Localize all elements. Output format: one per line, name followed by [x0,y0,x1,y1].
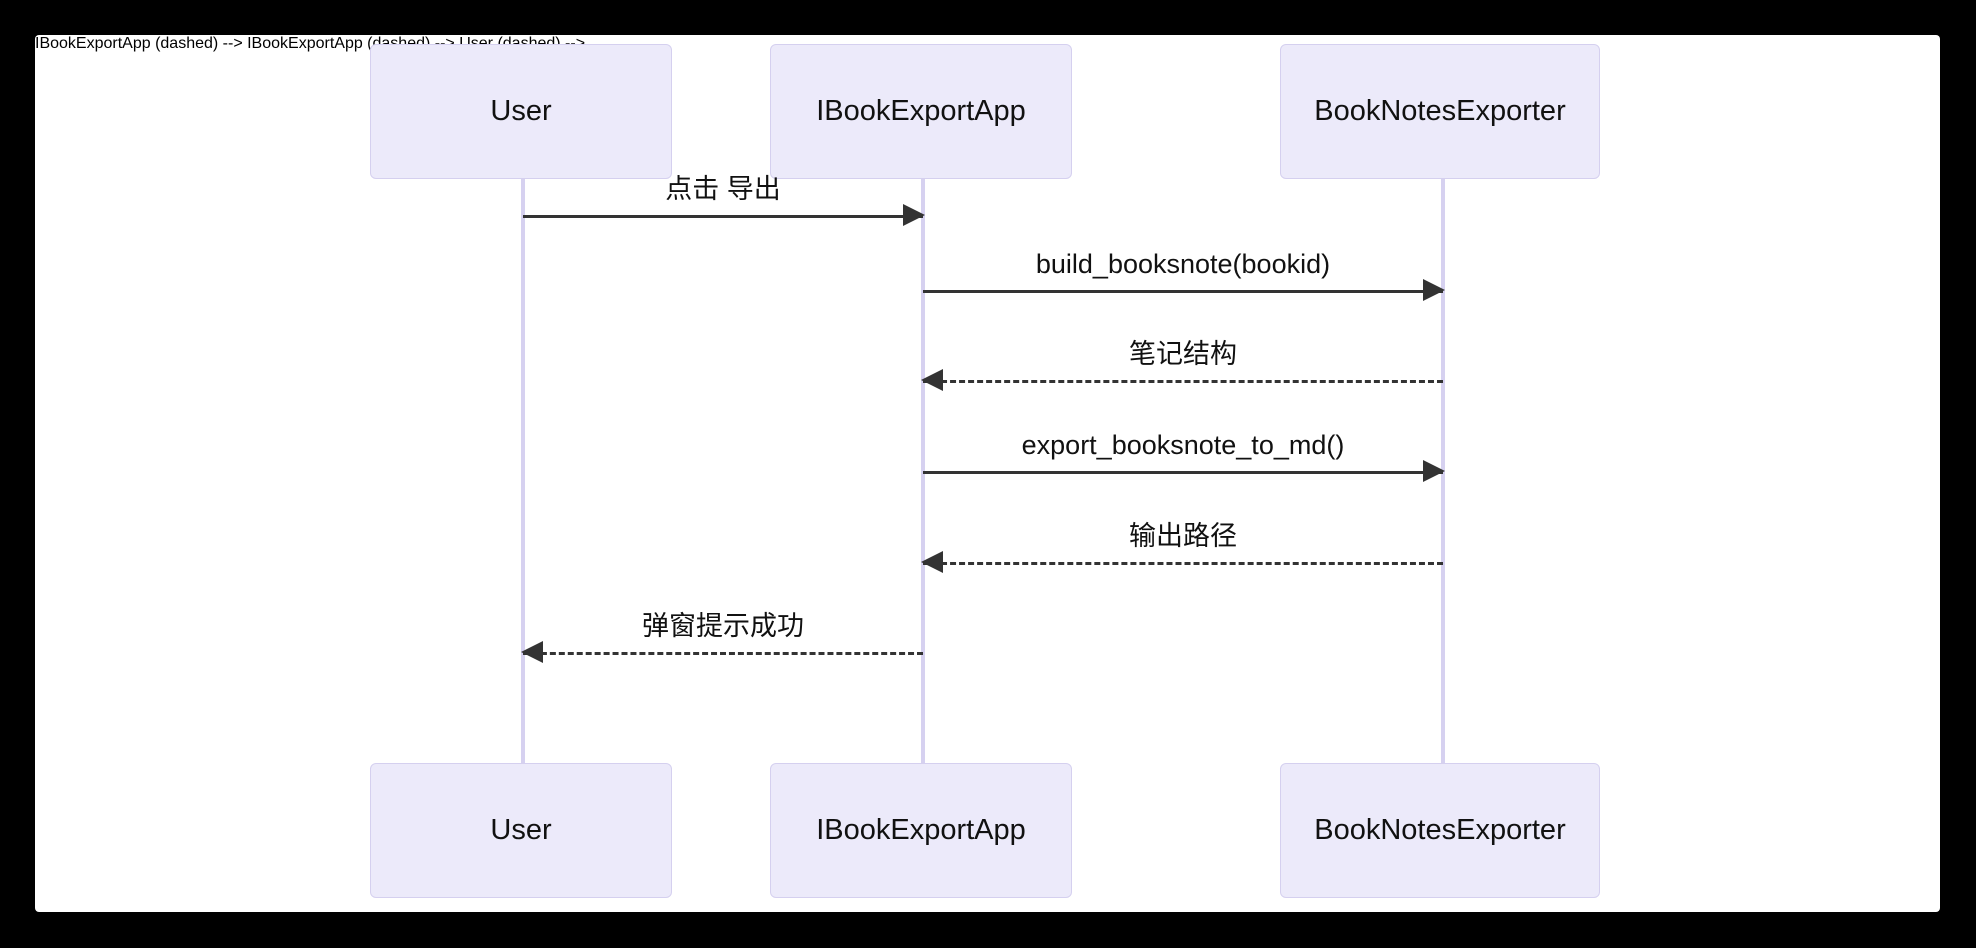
message-4-line [923,471,1443,474]
actor-label-user-bottom: User [490,814,552,846]
message-4-label: export_booksnote_to_md() [1021,430,1345,461]
message-6-arrowhead-icon [521,641,543,663]
message-5-arrowhead-icon [921,551,943,573]
message-6-label: 弹窗提示成功 [642,611,804,642]
actor-box-user-bottom[interactable]: User [370,763,672,898]
actor-label-exporter-top: BookNotesExporter [1314,95,1566,127]
message-5-line [923,562,1443,565]
message-2-label: build_booksnote(bookid) [1035,249,1331,280]
actor-box-user-top[interactable]: User [370,44,672,179]
actor-box-exporter-bottom[interactable]: BookNotesExporter [1280,763,1600,898]
message-6-line [523,652,923,655]
message-3-label: 笔记结构 [1129,339,1237,370]
message-1-line [523,215,923,218]
lifeline-user [521,178,525,798]
message-3-line [923,380,1443,383]
message-1-arrowhead-icon [903,204,925,226]
message-3-arrowhead-icon [921,369,943,391]
actor-label-app-top: IBookExportApp [816,95,1026,127]
actor-label-app-bottom: IBookExportApp [816,814,1026,846]
lifeline-app [921,178,925,798]
diagram-canvas: User IBookExportApp BookNotesExporter 点击… [35,35,1940,912]
message-2-arrowhead-icon [1423,279,1445,301]
actor-box-app-top[interactable]: IBookExportApp [770,44,1072,179]
message-4-arrowhead-icon [1423,460,1445,482]
actor-label-user-top: User [490,95,552,127]
message-5-label: 输出路径 [1129,521,1237,552]
sequence-diagram: User IBookExportApp BookNotesExporter 点击… [35,35,1940,912]
message-2-line [923,290,1443,293]
actor-box-exporter-top[interactable]: BookNotesExporter [1280,44,1600,179]
message-1-label: 点击 导出 [665,174,781,205]
actor-box-app-bottom[interactable]: IBookExportApp [770,763,1072,898]
lifeline-exporter [1441,178,1445,798]
actor-label-exporter-bottom: BookNotesExporter [1314,814,1566,846]
